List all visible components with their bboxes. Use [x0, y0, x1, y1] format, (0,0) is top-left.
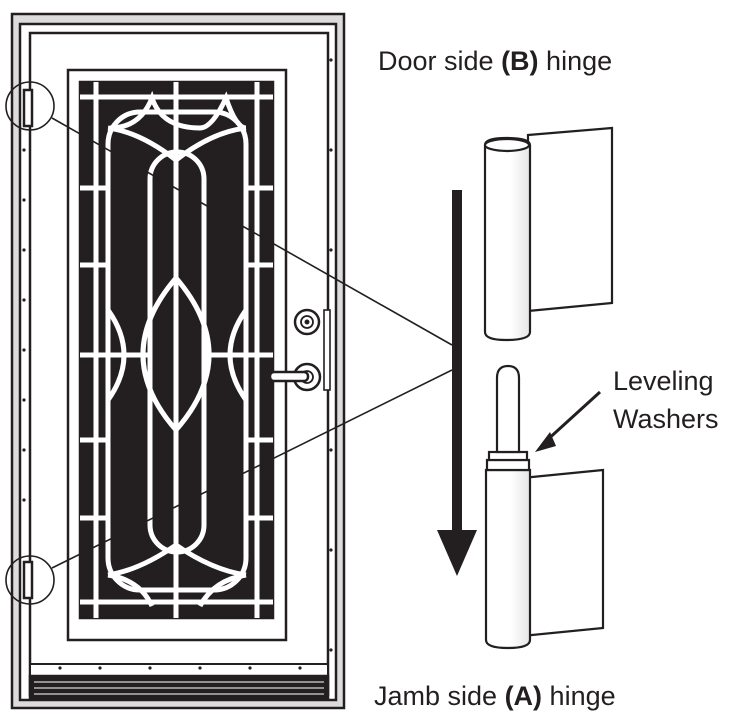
jamb-side-hinge-label: Jamb side (A) hinge — [374, 683, 616, 710]
door-side-hinge-label: Door side (B) hinge — [378, 48, 612, 75]
door-bottom-sweep — [29, 663, 329, 677]
door-side-letter: (B) — [501, 46, 539, 76]
jamb-side-hinge-a — [484, 364, 605, 650]
door-side-hinge-b — [483, 126, 614, 342]
bottom-hinge-callout-circle — [5, 555, 55, 605]
leveling-label-line2: Washers — [613, 404, 719, 434]
jamb-side-letter: (A) — [504, 681, 543, 711]
install-direction-arrow — [437, 190, 477, 576]
washers-pointer-arrow — [535, 390, 602, 452]
grille-pattern — [80, 82, 273, 618]
door — [5, 12, 346, 710]
door-side-suffix: hinge — [538, 46, 613, 76]
leveling-label-line1: Leveling — [613, 366, 714, 396]
callout-lines — [51, 117, 453, 569]
top-hinge-callout-circle — [5, 81, 55, 131]
door-hinge-top — [22, 88, 34, 128]
leveling-washer-lower — [485, 458, 531, 472]
door-side-prefix: Door side — [378, 46, 502, 76]
door-hinge-bottom — [22, 560, 34, 600]
hinge-pin — [495, 364, 521, 454]
leveling-washer-upper — [487, 450, 529, 462]
jamb-side-prefix: Jamb side — [374, 681, 505, 711]
frame-rivets — [22, 58, 333, 670]
door-handle-lever — [268, 370, 310, 383]
jamb-side-suffix: hinge — [542, 681, 616, 711]
